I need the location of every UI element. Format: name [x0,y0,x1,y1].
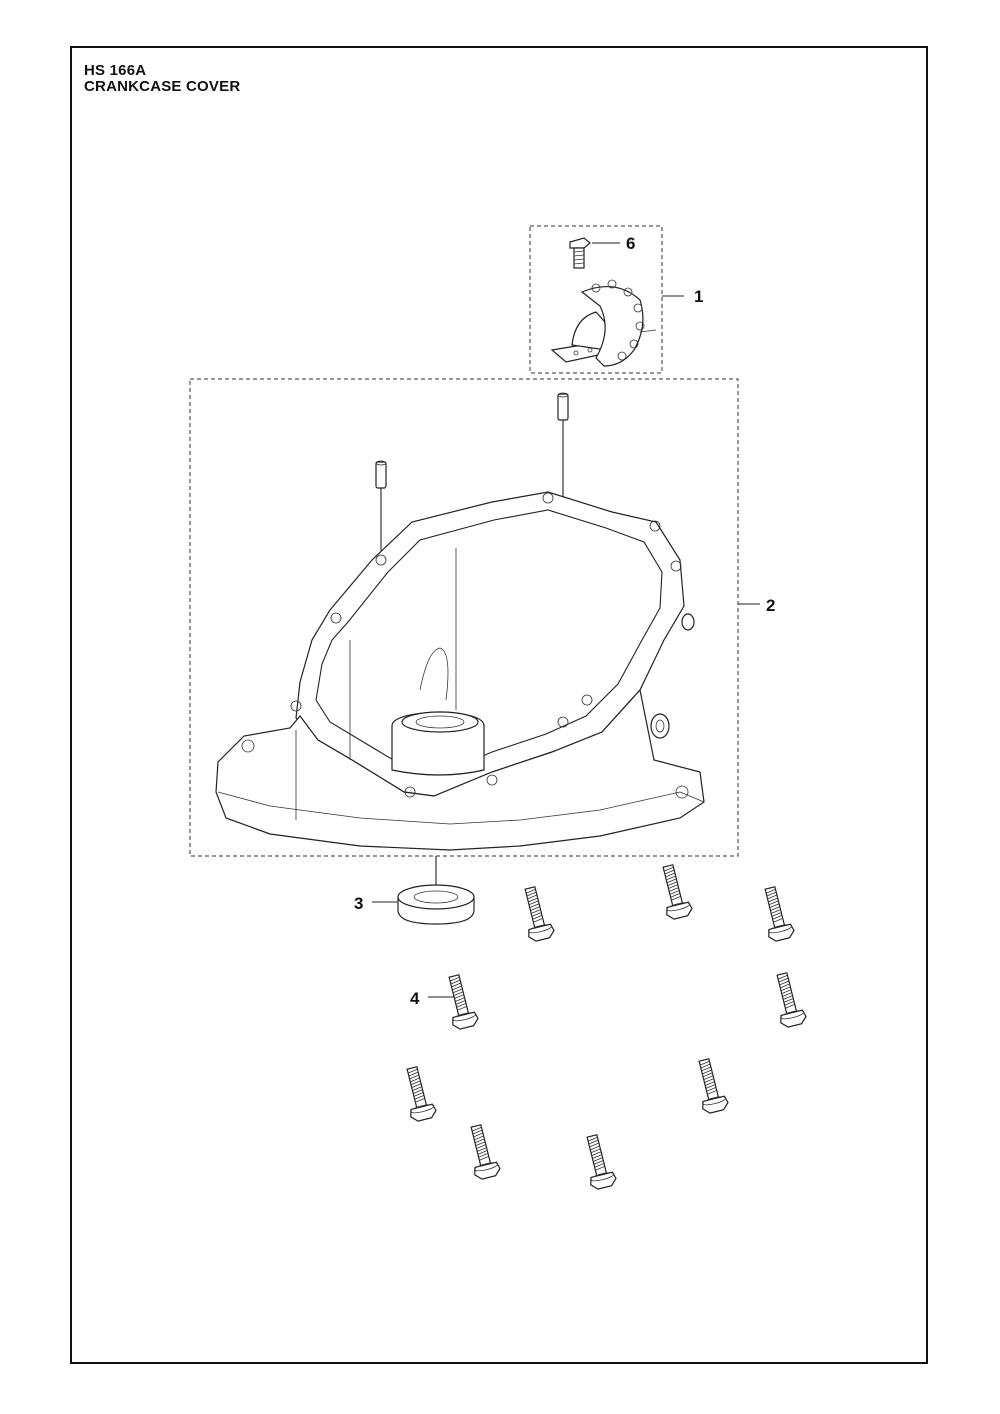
callout-1: 1 [694,287,703,306]
drawing-frame [70,46,928,1364]
flange-bolt [406,1066,437,1122]
dowel-pin-left [375,460,387,558]
group-box-item-1 [529,225,663,374]
flange-bolt [776,972,807,1028]
section-title: CRANKCASE COVER [84,78,241,95]
crankcase-cover-part-2 [215,491,705,851]
flange-bolt [448,974,479,1030]
callout-4: 4 [410,989,420,1008]
group-box-item-2 [189,378,739,857]
flange-bolt [524,886,555,942]
callout-6: 6 [626,234,635,253]
oil-seal-part-3 [372,884,475,925]
callout-2: 2 [766,596,775,615]
model-title: HS 166A [84,62,147,79]
flange-bolt [586,1134,617,1190]
callout-3: 3 [354,894,363,913]
flange-bolt [764,886,795,942]
ignition-module-part-1 [550,279,657,367]
bolt-set-part-4 [406,864,807,1190]
flange-bolt [698,1058,729,1114]
bolt-part-6 [569,237,620,269]
flange-bolt [470,1124,501,1180]
flange-bolt [662,864,693,920]
